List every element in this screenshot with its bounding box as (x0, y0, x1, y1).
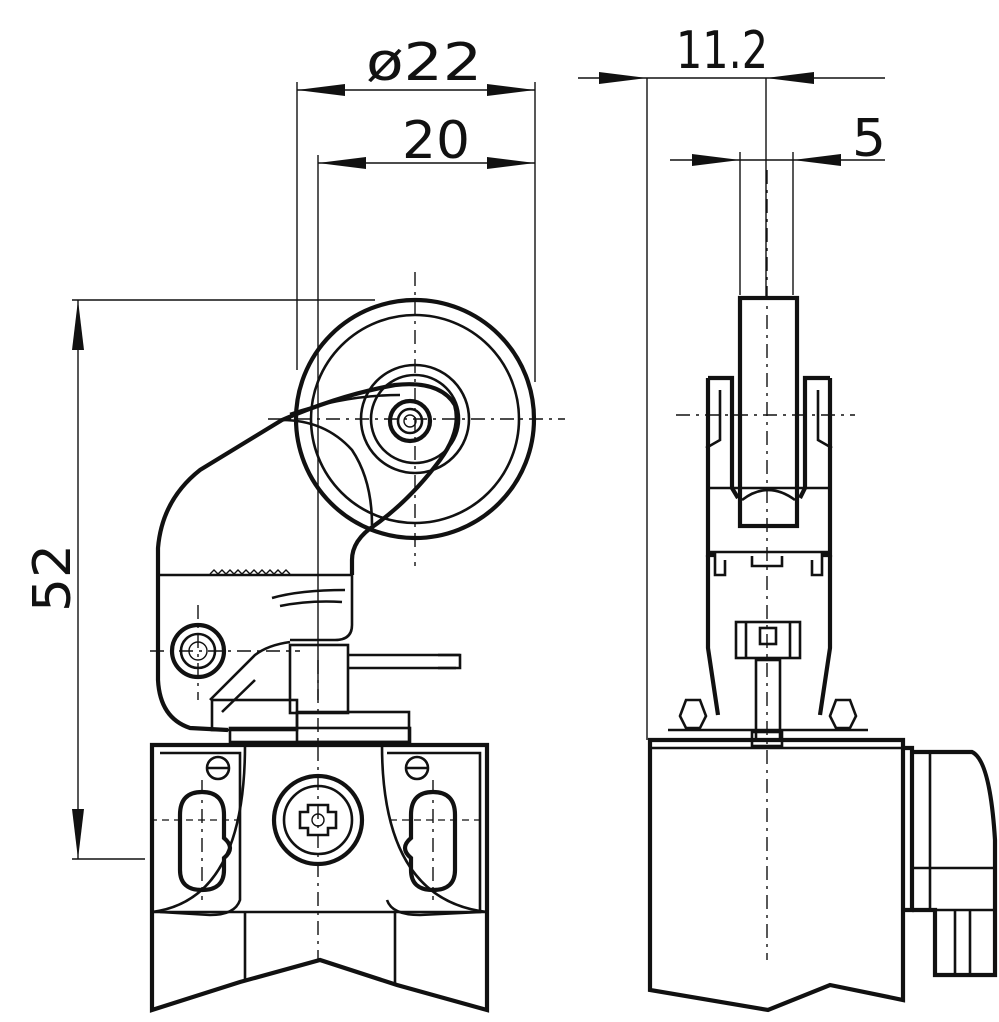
side-base-nuts (668, 698, 868, 732)
side-view: 11.2 5 (578, 21, 998, 1013)
dimension-20: 20 (317, 111, 535, 700)
side-stem (705, 555, 833, 748)
dimension-label-diameter: ø22 (366, 33, 482, 93)
plunger (210, 643, 462, 744)
front-view: ø22 20 52 (23, 33, 565, 1013)
fork (705, 375, 833, 577)
housing-side (647, 737, 998, 1013)
dimension-5: 5 (670, 109, 886, 295)
dimension-label-11-2: 11.2 (676, 21, 768, 81)
dimension-52: 52 (23, 299, 375, 860)
lever-arm (155, 382, 459, 733)
dimension-label-20: 20 (402, 111, 470, 171)
dimension-label-52: 52 (23, 544, 83, 612)
dimension-11-2: 11.2 (578, 21, 885, 740)
dimension-diameter-22: ø22 (296, 33, 536, 382)
pivot-screw (150, 605, 300, 700)
roller-side (737, 295, 800, 529)
dimension-label-5: 5 (852, 109, 886, 169)
housing-front (149, 660, 490, 1013)
